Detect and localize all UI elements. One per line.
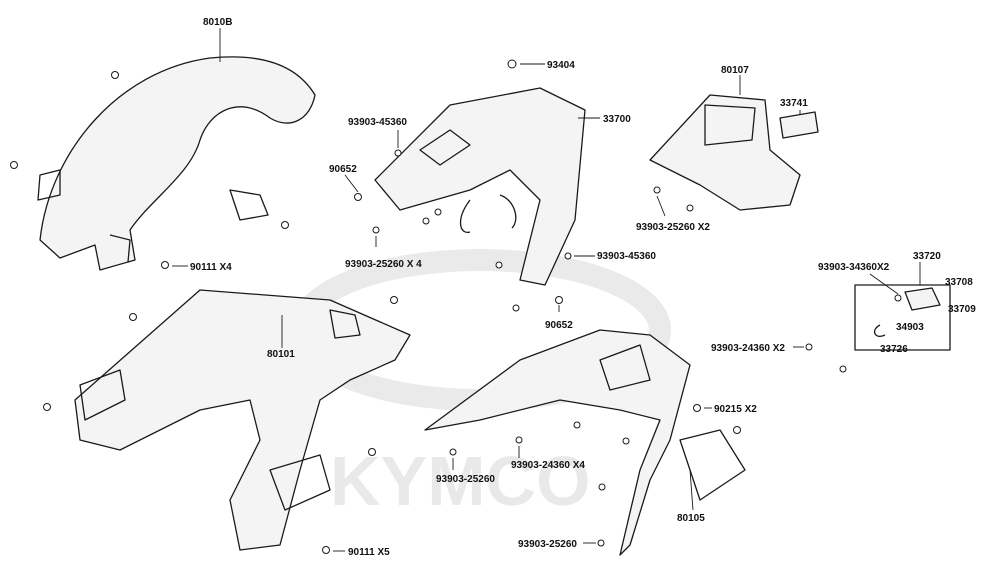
label-34903: 34903 [896, 322, 924, 333]
label-33726: 33726 [880, 344, 908, 355]
screw-icon [693, 404, 701, 412]
part-8010b-rear-fender[interactable] [37, 56, 316, 271]
part-33741-reflector[interactable] [779, 111, 819, 139]
screw-icon [733, 426, 741, 434]
part-33720-license-light[interactable] [854, 284, 951, 351]
label-93903-25260-a: 93903-25260 [436, 474, 495, 485]
screw-icon [434, 208, 442, 216]
screw-icon [422, 217, 430, 225]
part-labels: 8010B 90111 X4 93404 33700 93903-45360 9… [190, 17, 976, 558]
screw-icon [564, 252, 572, 260]
label-80107: 80107 [721, 65, 749, 76]
screw-icon [598, 483, 606, 491]
screw-icon [368, 448, 376, 456]
label-93903-24360-x4: 93903-24360 X4 [511, 460, 585, 471]
label-93903-25260-b: 93903-25260 [518, 539, 577, 550]
label-93404: 93404 [547, 60, 575, 71]
screw-icon [839, 365, 847, 373]
screw-icon [129, 313, 137, 321]
label-80105: 80105 [677, 513, 705, 524]
label-93903-25260-x2: 93903-25260 X2 [636, 222, 710, 233]
label-93903-24360-x2: 93903-24360 X2 [711, 343, 785, 354]
screw-icon [372, 226, 380, 234]
label-90215-x2: 90215 X2 [714, 404, 757, 415]
part-33700-bracket[interactable] [374, 87, 586, 286]
screw-icon [555, 296, 563, 304]
screw-icon [622, 437, 630, 445]
screw-icon [653, 186, 661, 194]
label-90652-a: 90652 [329, 164, 357, 175]
screw-icon [515, 436, 523, 444]
label-33708: 33708 [945, 277, 973, 288]
label-90111-x5: 90111 X5 [348, 547, 390, 558]
label-93903-34360-x2: 93903-34360X2 [818, 262, 890, 273]
screw-icon [10, 161, 18, 169]
label-90652-b: 90652 [545, 320, 573, 331]
screw-icon [512, 304, 520, 312]
screw-icon [449, 448, 457, 456]
label-93903-45360-b: 93903-45360 [597, 251, 656, 262]
part-80101-inner-fender[interactable] [74, 289, 411, 551]
label-33709: 33709 [948, 304, 976, 315]
label-8010b: 8010B [203, 17, 232, 28]
screw-icon [495, 261, 503, 269]
screw-icon [573, 421, 581, 429]
label-93903-45360-a: 93903-45360 [348, 117, 407, 128]
screw-icon [111, 71, 119, 79]
label-33700: 33700 [603, 114, 631, 125]
screw-icon [43, 403, 51, 411]
part-80105-mudguard[interactable] [424, 329, 746, 556]
label-93903-25260-x4: 93903-25260 X 4 [345, 259, 422, 270]
leader-lines [172, 28, 921, 552]
screw-icon [507, 59, 517, 69]
screws [10, 59, 847, 554]
screw-icon [686, 204, 694, 212]
screw-icon [597, 539, 605, 547]
screw-icon [281, 221, 289, 229]
label-90111-x4: 90111 X4 [190, 262, 232, 273]
label-80101: 80101 [267, 349, 295, 360]
label-33741: 33741 [780, 98, 808, 109]
screw-icon [390, 296, 398, 304]
screw-icon [805, 343, 813, 351]
label-33720: 33720 [913, 251, 941, 262]
screw-icon [161, 261, 169, 269]
screw-icon [394, 149, 402, 157]
part-80107-rear-cover[interactable] [649, 94, 801, 211]
screw-icon [322, 546, 330, 554]
screw-icon [354, 193, 362, 201]
